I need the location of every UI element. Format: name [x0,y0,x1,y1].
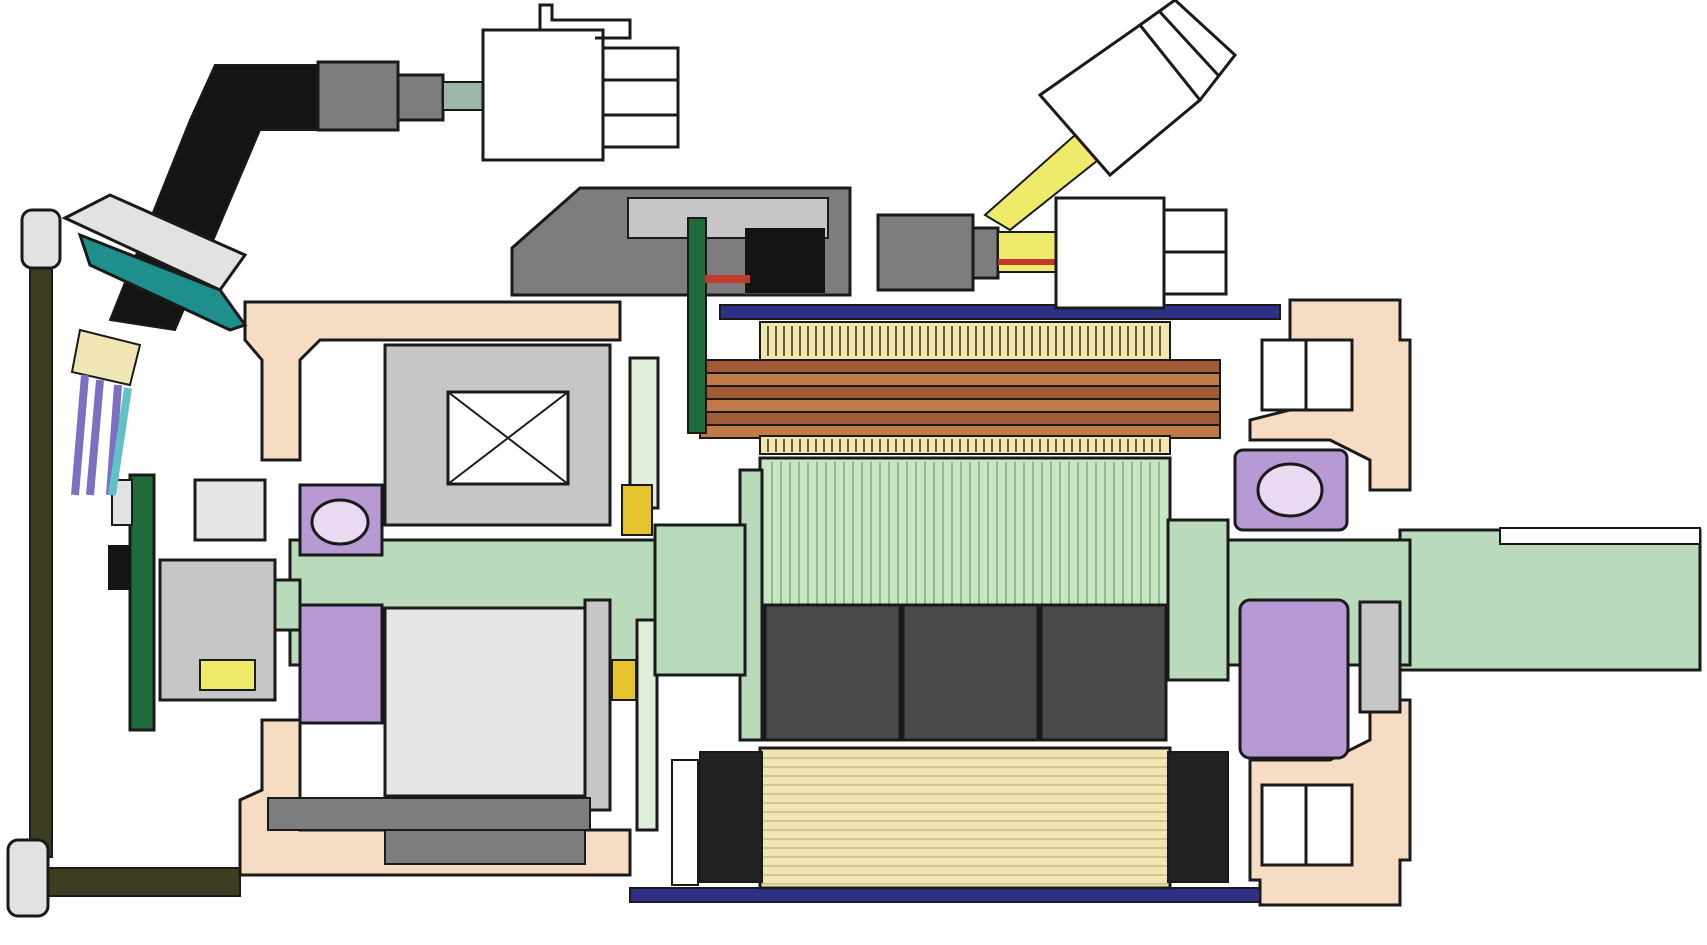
rotor-magnet-1 [763,603,902,742]
encoder-black-chip [108,545,130,590]
gray-sleeve-right [876,213,975,292]
connector-top-pin-upper [601,46,680,82]
brake-base-strip [267,797,591,831]
rear-end-cap-upper [243,300,622,462]
teal-board [77,232,248,332]
connector-top-body [481,28,605,162]
connector-right-pin-lower [1162,250,1228,296]
cable-wires [442,81,484,111]
stator-bottom-end-turn-right [1167,751,1229,883]
rotor-magnet-3 [1039,603,1168,742]
gray-collar-right [971,226,1000,280]
front-bearing [1233,448,1402,760]
connector-top-latch [538,3,632,40]
connector-angled-pins [1137,0,1238,103]
rotor-end-plate-right [1166,518,1230,682]
stator-bottom-insulator-left [671,759,699,886]
stator-mid-tooth-lines [767,439,1161,452]
stator-winding-top [699,321,1221,455]
wire-bundle-right [997,231,1057,273]
brake-assembly [267,343,747,865]
housing-bottom-strip [629,887,1261,903]
stator-bottom-end-turn-left [699,751,763,883]
signal-wire-teal [108,387,132,496]
brake-base-lower [384,829,586,865]
front-bearing-lower [1238,598,1350,760]
signal-connector-right [510,0,1238,434]
rear-bearing-ball [310,498,370,546]
encoder-mount-block [111,479,133,526]
encoder-assembly [108,473,277,732]
encoder-sensor-yellow [199,659,256,691]
stator-bottom-coil [758,746,1172,890]
frame-bottom-cap [6,838,50,918]
connector-right-pin-upper [1162,208,1228,254]
brake-pad-yellow-lower [611,659,637,701]
brake-armature-upper [628,356,660,510]
shaft-keyway [1499,527,1701,545]
housing-top-strip [719,304,1281,320]
pcb-vertical [687,217,707,434]
rotor-lamination-lines [771,462,1160,604]
rear-bearing [298,483,384,725]
left-frame-bar [6,208,241,918]
cable-gland-plate [61,193,248,292]
frame-top-cap [20,208,62,270]
stator-top-tooth-lines [767,326,1161,356]
front-bearing-ball [1256,462,1324,518]
cable-braid [70,328,142,387]
copper-winding-layer [699,372,1221,387]
power-cable-left [61,3,680,496]
connector-right-body [1054,196,1166,310]
connector-top-pin-lower [601,113,680,149]
stator-bottom-coil-lines [762,757,1168,885]
copper-winding-layer [699,398,1221,413]
stator-coil-lower-teeth [759,435,1171,455]
copper-winding-layer [699,385,1221,400]
connector-top-pin-mid [601,78,680,117]
cable-gray-collar [396,73,445,122]
red-wire [705,275,750,283]
brake-disc-hub [653,523,747,677]
stator-coil-top-teeth [759,321,1171,361]
front-seal-spacer [1358,600,1402,714]
rotor-assembly [738,456,1230,742]
black-connector-housing [745,228,825,293]
brake-plate [583,598,612,812]
brake-lower-block [383,606,587,798]
copper-winding-layers [699,359,1221,439]
frame-bottom-rod [39,867,241,897]
copper-winding-layer [699,411,1221,426]
brake-pad-yellow-upper [621,484,653,536]
brake-armature-lower [635,618,659,832]
frame-vertical-rod [29,261,53,858]
rotor-magnet-2 [901,603,1040,742]
rotor-core-laminations [758,456,1172,610]
stator-winding-bottom [671,746,1229,890]
rear-bearing-lower [298,603,384,725]
cable-gray-sleeve [316,60,400,132]
encoder-pcb [128,473,156,732]
copper-winding-layer [699,359,1221,374]
encoder-hub [193,478,267,542]
shaft-output-end [1398,528,1702,672]
